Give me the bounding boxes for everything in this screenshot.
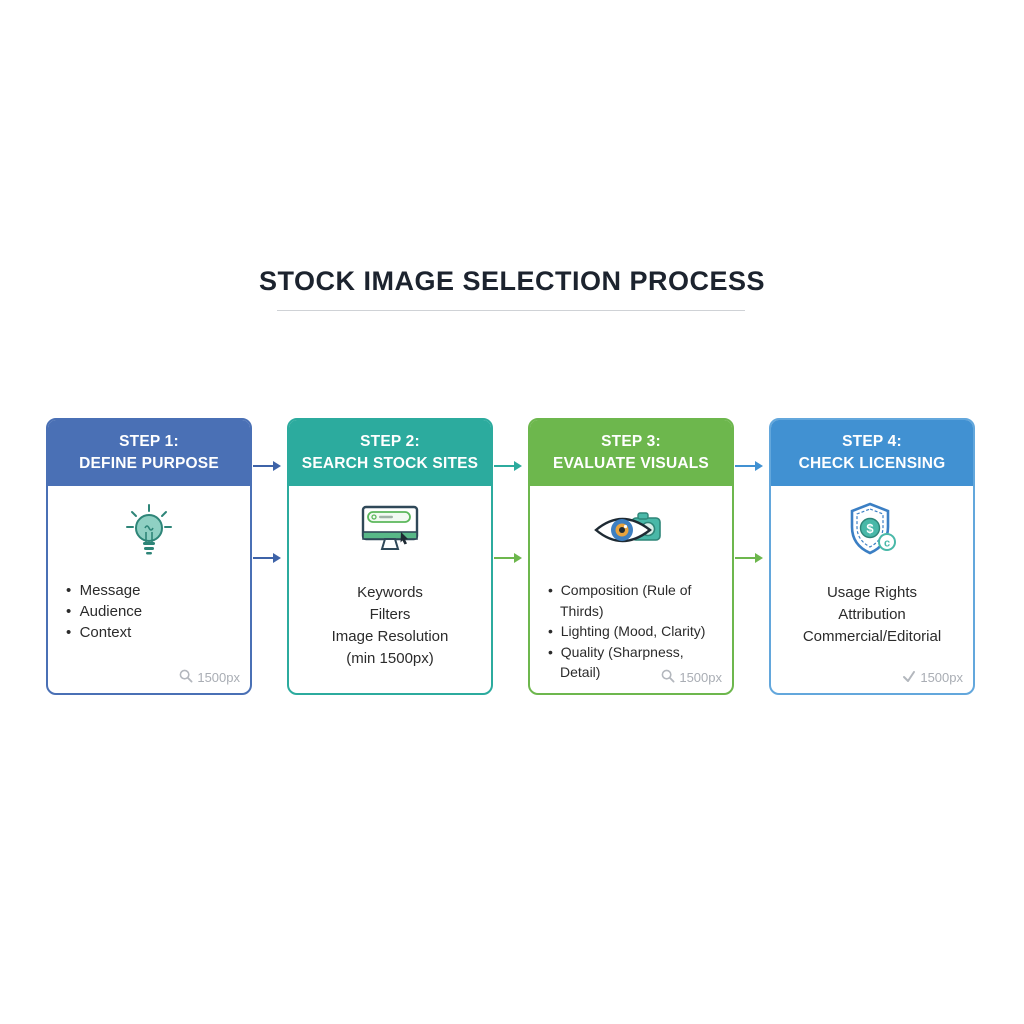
step-4-body: $ c Usage Rights Attribution Commercial/… <box>771 486 973 693</box>
list-item: Composition (Rule of Thirds) <box>548 580 722 621</box>
flow-arrow-3-mid <box>735 552 765 564</box>
list-item: Quality (Sharpness, Detail) <box>548 642 722 683</box>
flow-arrow-1-mid <box>253 552 283 564</box>
step-2-header: STEP 2: SEARCH STOCK SITES <box>289 420 491 486</box>
step-1-title: DEFINE PURPOSE <box>79 455 219 472</box>
step-4-footer: 1500px <box>902 669 963 686</box>
step-2-title: SEARCH STOCK SITES <box>301 455 479 472</box>
list-item: Lighting (Mood, Clarity) <box>548 621 722 642</box>
monitor-search-icon <box>355 494 425 568</box>
flow-arrow-2-mid <box>494 552 524 564</box>
list-item: Audience <box>66 601 240 622</box>
step-1-label: STEP 1: <box>119 432 179 450</box>
step-3-title: EVALUATE VISUALS <box>553 455 709 472</box>
magnifier-icon <box>661 669 675 686</box>
text-line: Attribution <box>838 606 906 623</box>
step-1-list: Message Audience Context <box>48 580 250 643</box>
step-1-header: STEP 1: DEFINE PURPOSE <box>48 420 250 486</box>
step-3-body: Composition (Rule of Thirds) Lighting (M… <box>530 486 732 693</box>
step-2-label: STEP 2: <box>360 432 420 450</box>
eye-camera-icon <box>592 494 670 568</box>
resolution-note: 1500px <box>197 670 240 685</box>
step-card-1: STEP 1: DEFINE PURPOSE <box>46 418 252 695</box>
step-3-footer: 1500px <box>661 669 722 686</box>
step-4-lines: Usage Rights Attribution Commercial/Edit… <box>803 582 941 648</box>
text-line: Keywords <box>357 584 423 601</box>
magnifier-icon <box>179 669 193 686</box>
step-4-label: STEP 4: <box>842 432 902 450</box>
step-card-3: STEP 3: EVALUATE VISUALS Composition (Ru… <box>528 418 734 695</box>
step-2-lines: Keywords Filters Image Resolution (min 1… <box>332 582 449 670</box>
step-3-list: Composition (Rule of Thirds) Lighting (M… <box>530 580 732 683</box>
step-card-4: STEP 4: CHECK LICENSING $ c Usage Rights… <box>769 418 975 695</box>
step-1-body: Message Audience Context 1500px <box>48 486 250 693</box>
step-4-title: CHECK LICENSING <box>798 455 946 472</box>
step-2-body: Keywords Filters Image Resolution (min 1… <box>289 486 491 693</box>
text-line: Commercial/Editorial <box>802 628 942 645</box>
svg-text:c: c <box>884 538 890 550</box>
text-line: Image Resolution <box>331 628 449 645</box>
lightbulb-icon <box>117 494 181 568</box>
step-card-2: STEP 2: SEARCH STOCK SITES Keywords Filt… <box>287 418 493 695</box>
resolution-note: 1500px <box>679 670 722 685</box>
step-3-label: STEP 3: <box>601 432 661 450</box>
list-item: Context <box>66 622 240 643</box>
list-item: Message <box>66 580 240 601</box>
step-3-header: STEP 3: EVALUATE VISUALS <box>530 420 732 486</box>
svg-text:$: $ <box>866 521 874 536</box>
shield-dollar-icon: $ c <box>840 494 904 568</box>
flow-arrow-1-top <box>253 460 283 472</box>
flow-arrow-2-top <box>494 460 524 472</box>
text-line: (min 1500px) <box>346 650 434 667</box>
flow-arrow-3-top <box>735 460 765 472</box>
title-divider <box>277 310 745 311</box>
step-1-footer: 1500px <box>179 669 240 686</box>
text-line: Usage Rights <box>826 584 918 601</box>
step-4-header: STEP 4: CHECK LICENSING <box>771 420 973 486</box>
resolution-note: 1500px <box>920 670 963 685</box>
text-line: Filters <box>369 606 411 623</box>
page-title: STOCK IMAGE SELECTION PROCESS <box>258 266 766 296</box>
check-icon <box>902 669 916 686</box>
